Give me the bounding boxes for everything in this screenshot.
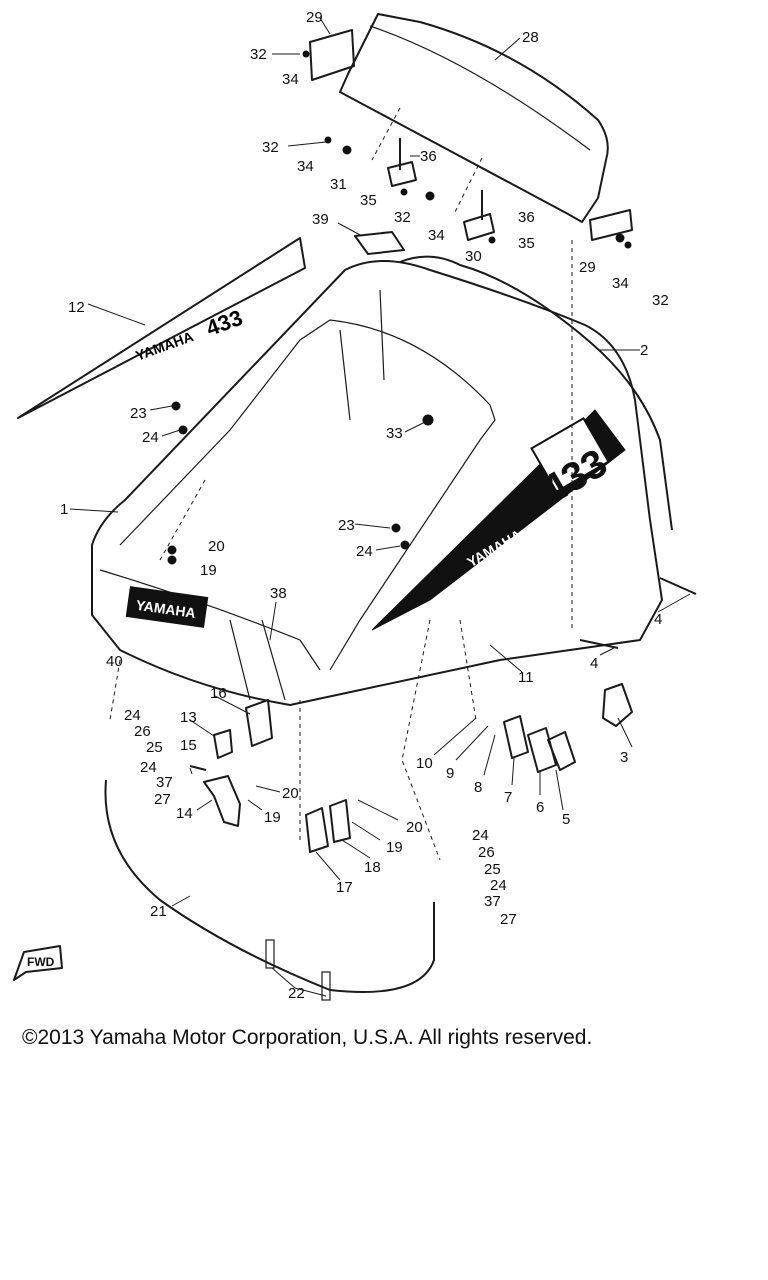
callout-21: 21	[150, 903, 167, 920]
fwd-label: FWD	[27, 955, 55, 969]
callout-31: 31	[330, 176, 347, 193]
latch-cable	[104, 779, 435, 1001]
callout-11: 11	[518, 669, 534, 686]
callout-20: 20	[282, 785, 299, 802]
callout-37: 37	[156, 774, 173, 791]
callout-32: 32	[262, 139, 279, 156]
callout-33: 33	[386, 425, 403, 442]
callout-25: 25	[146, 739, 163, 756]
callout-37: 37	[484, 893, 501, 910]
callout-27: 27	[154, 791, 171, 808]
callout-29: 29	[579, 259, 596, 276]
callout-5: 5	[562, 811, 570, 828]
hood-latch-assembly	[189, 699, 351, 853]
callout-24: 24	[140, 759, 157, 776]
callout-25: 25	[484, 861, 501, 878]
hood-seal	[399, 255, 673, 531]
callout-24: 24	[356, 543, 373, 560]
callout-24: 24	[490, 877, 507, 894]
side-decal-brand: YAMAHA	[133, 328, 195, 364]
mount-bracket-30	[463, 190, 495, 241]
callout-34: 34	[282, 71, 299, 88]
callout-24: 24	[472, 827, 489, 844]
callout-14: 14	[176, 805, 193, 822]
callout-34: 34	[297, 158, 314, 175]
leader-lines	[69, 17, 691, 997]
hardware-fasteners	[167, 50, 632, 565]
callout-24: 24	[142, 429, 159, 446]
callout-8: 8	[474, 779, 482, 796]
windshield	[339, 13, 609, 223]
exploded-parts-diagram: YAMAHA 433 433 YAMAHA YAMAHA	[13, 9, 697, 1002]
callout-34: 34	[612, 275, 629, 292]
hood-stripe-decal: 433 YAMAHA	[371, 409, 626, 631]
callout-20: 20	[406, 819, 423, 836]
callout-2: 2	[640, 342, 648, 359]
callout-32: 32	[394, 209, 411, 226]
callout-7: 7	[504, 789, 512, 806]
callout-24: 24	[124, 707, 141, 724]
callout-19: 19	[386, 839, 403, 856]
callout-17: 17	[336, 879, 353, 896]
callout-35: 35	[360, 192, 377, 209]
callout-26: 26	[134, 723, 151, 740]
callout-32: 32	[250, 46, 267, 63]
callout-39: 39	[312, 211, 329, 228]
side-decal: YAMAHA 433	[17, 237, 306, 419]
windshield-bracket-right	[589, 209, 633, 241]
callout-labels: 29 32 34 28 32 34 36 31 35 32 34 36 35 3…	[60, 9, 669, 1002]
callout-10: 10	[416, 755, 433, 772]
callout-28: 28	[522, 29, 539, 46]
callout-30: 30	[465, 248, 482, 265]
callout-36: 36	[420, 148, 437, 165]
mount-bracket-31	[387, 138, 417, 187]
callout-29: 29	[306, 9, 323, 26]
callout-40: 40	[106, 653, 123, 670]
hood-hinge-assembly	[503, 577, 697, 773]
callout-19: 19	[264, 809, 281, 826]
callout-13: 13	[180, 709, 197, 726]
callout-35: 35	[518, 235, 535, 252]
callout-18: 18	[364, 859, 381, 876]
callout-26: 26	[478, 844, 495, 861]
callout-23: 23	[130, 405, 147, 422]
assembly-guide-lines	[109, 240, 573, 861]
front-emblem: YAMAHA	[125, 586, 209, 628]
callout-38: 38	[270, 585, 287, 602]
callout-1: 1	[60, 501, 68, 518]
callout-19: 19	[200, 562, 217, 579]
dash-pad	[354, 231, 405, 255]
callout-34: 34	[428, 227, 445, 244]
side-decal-model: 433	[203, 305, 246, 341]
callout-16: 16	[210, 685, 227, 702]
callout-15: 15	[180, 737, 197, 754]
callout-3: 3	[620, 749, 628, 766]
forward-arrow-icon: FWD	[13, 945, 63, 981]
callout-23: 23	[338, 517, 355, 534]
callout-36: 36	[518, 209, 535, 226]
callout-4: 4	[654, 611, 662, 628]
callout-6: 6	[536, 799, 544, 816]
callout-9: 9	[446, 765, 454, 782]
callout-20: 20	[208, 538, 225, 555]
callout-22: 22	[288, 985, 305, 1002]
callout-4: 4	[590, 655, 598, 672]
callout-12: 12	[68, 299, 85, 316]
callout-27: 27	[500, 911, 517, 928]
callout-32: 32	[652, 292, 669, 309]
copyright-notice: ©2013 Yamaha Motor Corporation, U.S.A. A…	[22, 1026, 593, 1049]
windshield-bracket-left	[309, 29, 355, 81]
